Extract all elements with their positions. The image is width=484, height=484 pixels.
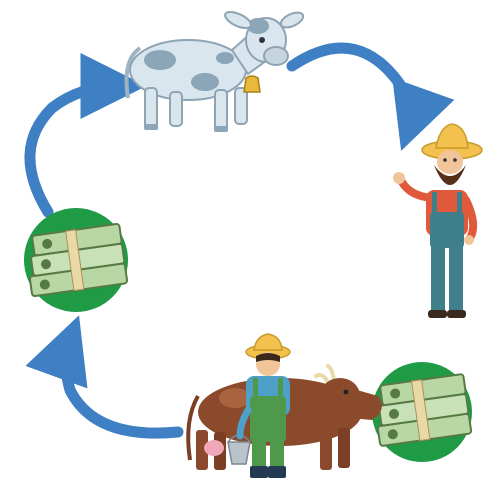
arrow-dairy-to-money <box>25 315 184 439</box>
calf-icon <box>124 10 305 132</box>
farmer-with-cow-icon <box>186 333 382 478</box>
money-right-icon <box>372 362 473 462</box>
dairy-farmer-icon <box>227 333 291 478</box>
money-left-icon <box>24 208 129 312</box>
arrow-calf-to-farmer <box>286 42 455 151</box>
arrow-money-to-calf <box>24 53 147 218</box>
farmer-icon <box>393 123 483 318</box>
